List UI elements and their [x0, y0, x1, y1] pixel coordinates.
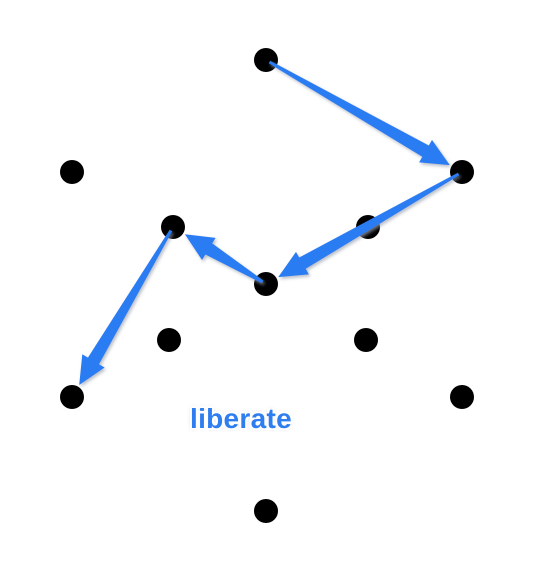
arrow-top-to-upper-right	[268, 60, 450, 166]
dots-layer	[60, 48, 474, 523]
arrow-upper-right-to-center	[278, 172, 460, 278]
dot-lower-right	[450, 385, 474, 409]
dot-bottom	[254, 499, 278, 523]
arrows-layer	[79, 60, 460, 385]
dot-left	[60, 160, 84, 184]
dot-center	[254, 272, 278, 296]
arrow-middle-left-to-lower-left	[79, 229, 173, 385]
dot-inner-right	[354, 328, 378, 352]
word-label: liberate	[190, 403, 292, 434]
dot-inner-left	[157, 328, 181, 352]
dot-upper-right	[450, 160, 474, 184]
dot-top	[254, 48, 278, 72]
dot-middle-left	[161, 215, 185, 239]
dot-lower-left	[60, 385, 84, 409]
arrow-center-to-middle-left	[184, 234, 264, 284]
